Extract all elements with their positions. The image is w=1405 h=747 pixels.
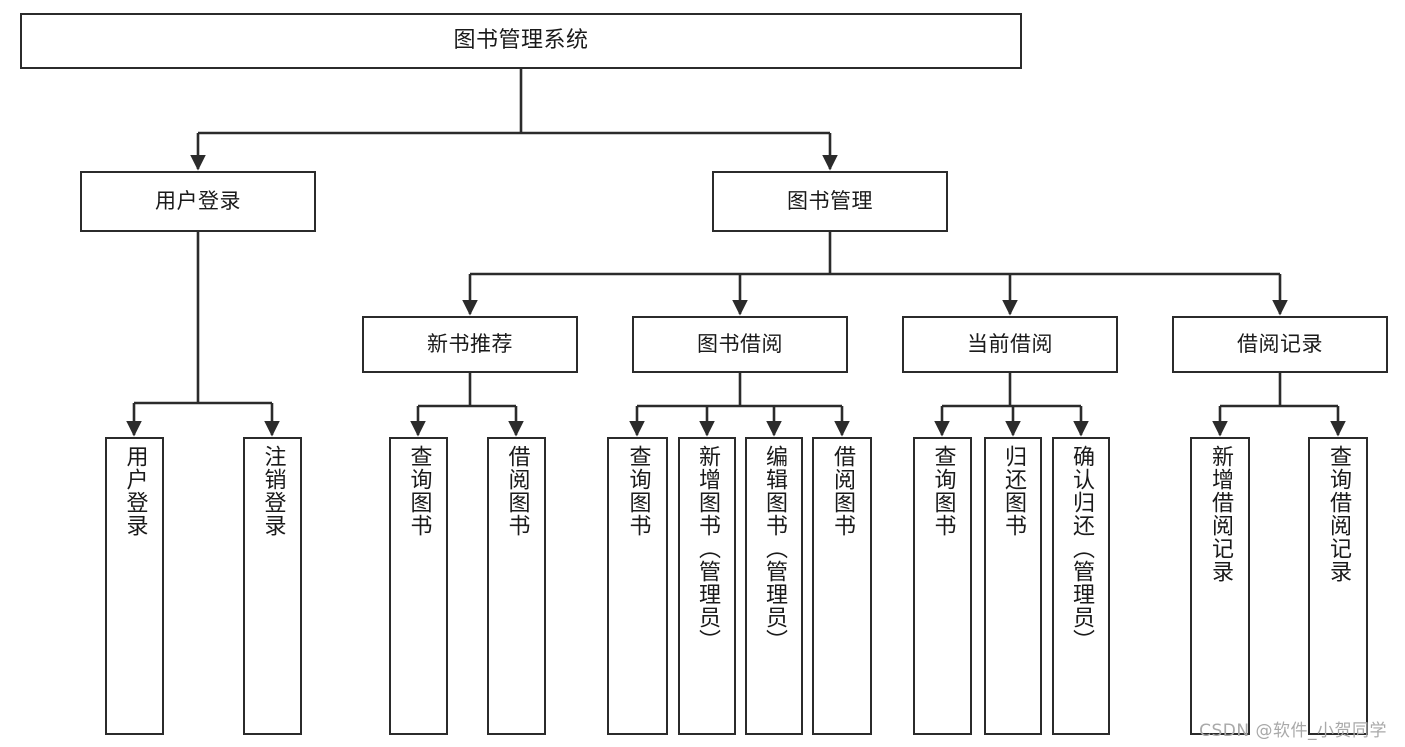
node-leaf-borrow-book[interactable]: 借阅图书 (812, 437, 872, 735)
node-leaf-logout-label: 注销登录 (260, 445, 286, 537)
node-leaf-borrow-book-rec-label: 借阅图书 (504, 445, 530, 537)
node-leaf-query-book-borrow-label: 查询图书 (625, 445, 651, 537)
node-leaf-add-book-admin-label: 新增图书（管理员） (694, 445, 720, 652)
node-new-book-recommend[interactable]: 新书推荐 (362, 316, 578, 373)
node-leaf-return-book[interactable]: 归还图书 (984, 437, 1042, 735)
node-leaf-query-borrow-record[interactable]: 查询借阅记录 (1308, 437, 1368, 735)
node-leaf-add-borrow-record[interactable]: 新增借阅记录 (1190, 437, 1250, 735)
node-user-login[interactable]: 用户登录 (80, 171, 316, 232)
node-book-borrow[interactable]: 图书借阅 (632, 316, 848, 373)
node-borrow-record-label: 借阅记录 (1237, 331, 1323, 356)
node-leaf-edit-book-admin-label: 编辑图书（管理员） (761, 445, 787, 652)
node-borrow-record[interactable]: 借阅记录 (1172, 316, 1388, 373)
node-leaf-return-book-label: 归还图书 (1000, 445, 1026, 537)
node-leaf-logout[interactable]: 注销登录 (243, 437, 302, 735)
node-leaf-confirm-return[interactable]: 确认归还（管理员） (1052, 437, 1110, 735)
node-root-system[interactable]: 图书管理系统 (20, 13, 1022, 69)
node-root-system-label: 图书管理系统 (453, 27, 589, 53)
node-leaf-query-book-rec-label: 查询图书 (406, 445, 432, 537)
node-book-borrow-label: 图书借阅 (697, 331, 783, 356)
node-leaf-edit-book-admin[interactable]: 编辑图书（管理员） (745, 437, 803, 735)
node-current-borrow[interactable]: 当前借阅 (902, 316, 1118, 373)
node-current-borrow-label: 当前借阅 (967, 331, 1053, 356)
node-leaf-query-borrow-record-label: 查询借阅记录 (1325, 445, 1351, 583)
node-leaf-borrow-book-rec[interactable]: 借阅图书 (487, 437, 546, 735)
node-book-management[interactable]: 图书管理 (712, 171, 948, 232)
node-leaf-user-login[interactable]: 用户登录 (105, 437, 164, 735)
node-leaf-query-book-current[interactable]: 查询图书 (913, 437, 972, 735)
node-leaf-user-login-label: 用户登录 (122, 445, 148, 537)
node-leaf-query-book-current-label: 查询图书 (930, 445, 956, 537)
node-leaf-borrow-book-label: 借阅图书 (829, 445, 855, 537)
node-leaf-confirm-return-label: 确认归还（管理员） (1068, 445, 1094, 652)
node-leaf-query-book-borrow[interactable]: 查询图书 (607, 437, 668, 735)
node-leaf-add-borrow-record-label: 新增借阅记录 (1207, 445, 1233, 583)
node-leaf-query-book-rec[interactable]: 查询图书 (389, 437, 448, 735)
node-leaf-add-book-admin[interactable]: 新增图书（管理员） (678, 437, 736, 735)
csdn-watermark: CSDN @软件_小贺同学 (1199, 721, 1387, 741)
node-new-book-recommend-label: 新书推荐 (427, 331, 513, 356)
node-user-login-label: 用户登录 (155, 188, 241, 213)
node-book-management-label: 图书管理 (787, 188, 873, 213)
